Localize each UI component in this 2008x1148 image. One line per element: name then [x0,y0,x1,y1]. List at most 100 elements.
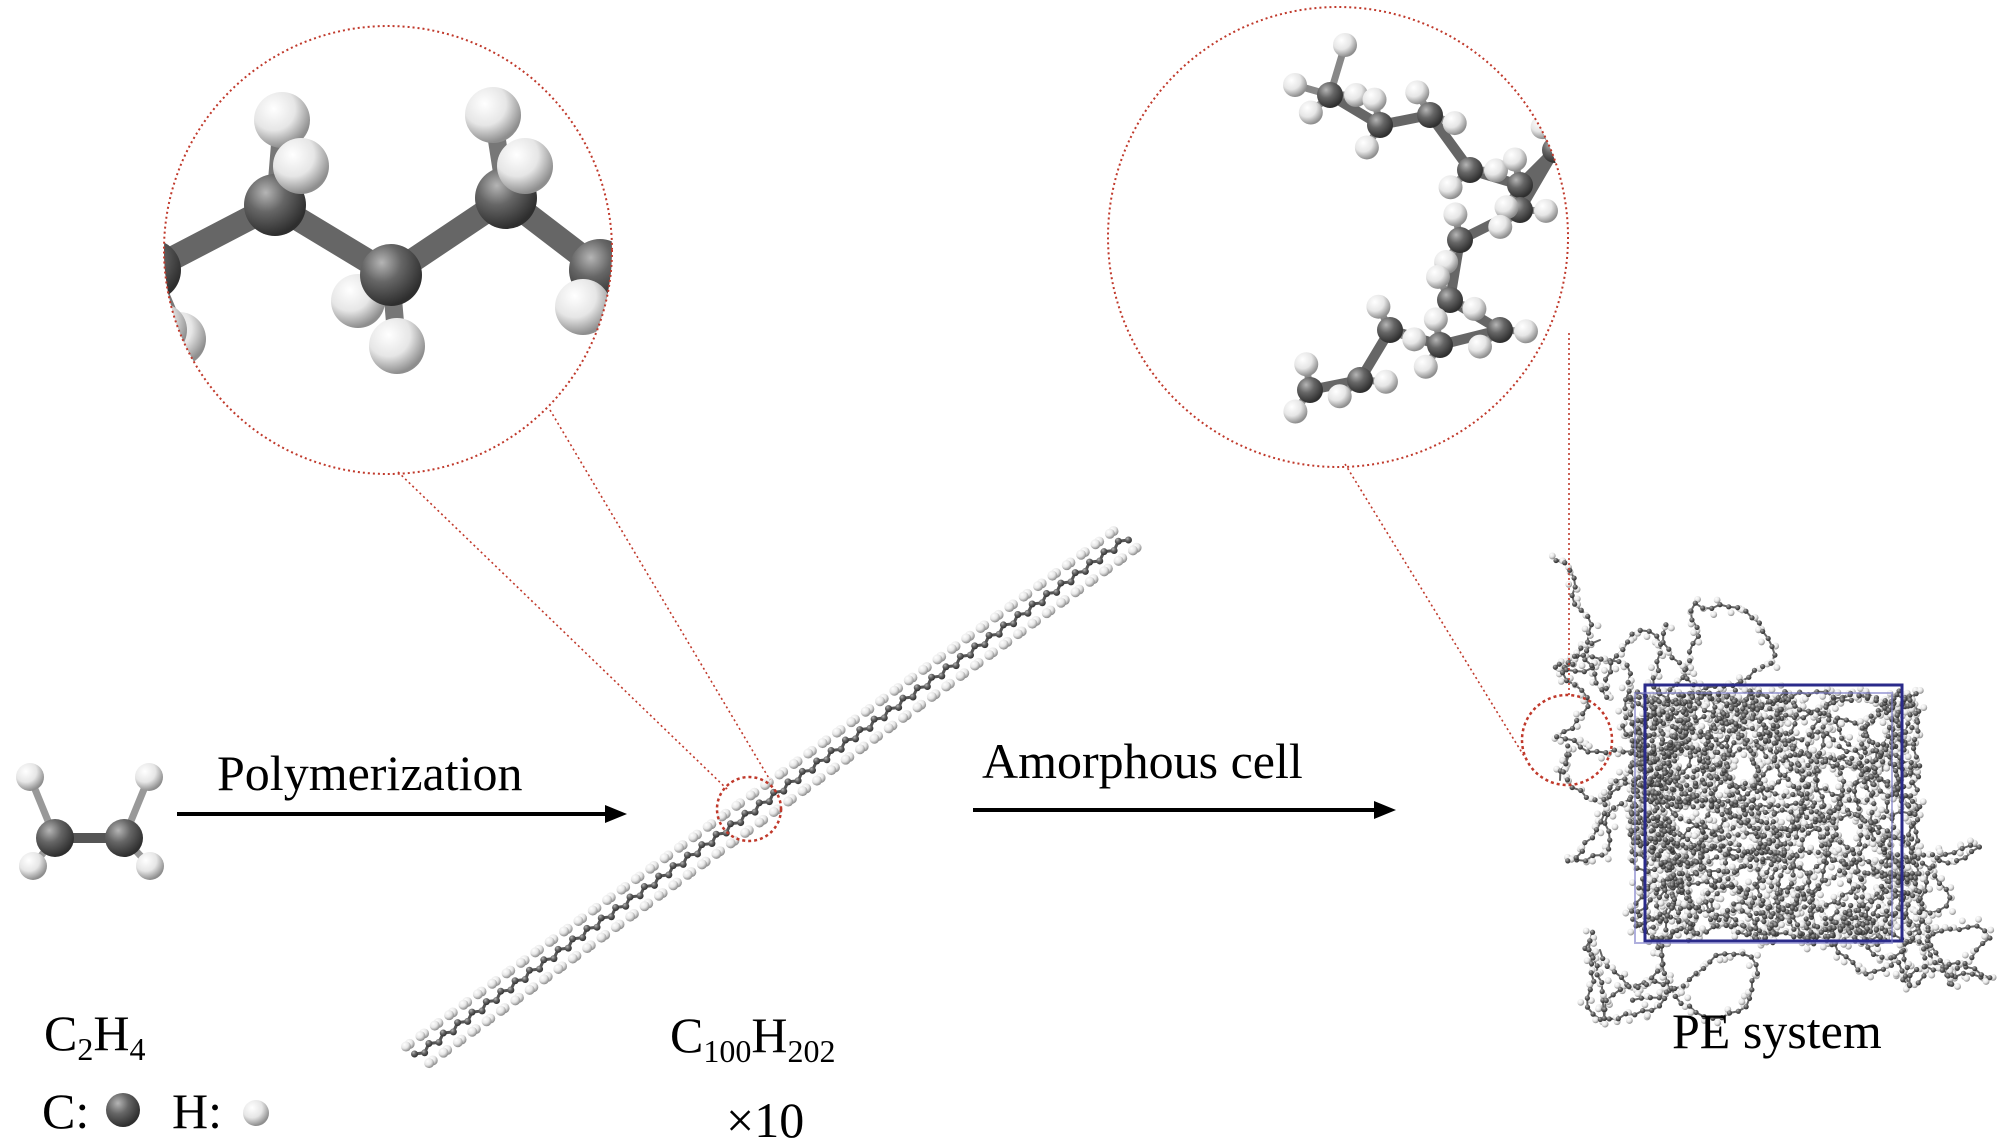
hydrogen-atom [861,707,871,717]
hydrogen-atom [1056,598,1066,608]
hydrogen-atom [1878,807,1885,814]
hydrogen-atom [1905,753,1912,760]
hydrogen-atom [1099,566,1109,576]
hydrogen-atom [1731,763,1738,770]
hydrogen-atom [525,985,535,995]
hydrogen-atom [611,922,621,932]
carbon-atom [1869,810,1874,815]
carbon-atom [565,945,572,952]
carbon-atom [684,852,691,859]
carbon-atom [1875,742,1880,747]
hydrogen-atom [1691,832,1698,839]
hydrogen-atom [1070,587,1080,597]
hydrogen-atom [1778,819,1785,826]
carbon-atom [928,674,935,681]
hydrogen-atom [1589,858,1596,865]
hydrogen-atom [1740,751,1747,758]
hydrogen-atom [1684,994,1691,1001]
hydrogen-atom [841,755,851,765]
carbon-atom [579,934,586,941]
hydrogen-atom [1577,737,1584,744]
hydrogen-atom [1090,539,1100,549]
carbon-atom [809,767,816,774]
hydrogen-atom [1605,856,1612,863]
hydrogen-atom [1937,848,1944,855]
hydrogen-atom [918,665,928,675]
hydrogen-atom [1019,592,1029,602]
hydrogen-atom [1648,664,1655,671]
carbon-atom [1010,620,1017,627]
hydrogen-atom [947,644,957,654]
hydrogen-atom [502,968,512,978]
hydrogen-atom [1128,545,1138,555]
hydrogen-atom [1013,629,1023,639]
carbon-atom [866,725,873,732]
carbon-atom [421,1049,428,1056]
hydrogen-atom [726,838,736,848]
carbon-atom [493,997,500,1004]
hydrogen-atom [1668,625,1675,632]
hydrogen-atom [1833,954,1840,961]
hydrogen-atom [746,790,756,800]
carbon-atom [436,1039,443,1046]
carbon-atom [713,831,720,838]
carbon-atom [608,913,615,920]
carbon-atom [780,788,787,795]
hydrogen-atom [846,717,856,727]
ethylene-molecule [16,763,164,880]
carbon-atom [464,1018,471,1025]
carbon-atom [895,704,902,711]
carbon-atom [799,768,806,775]
hydrogen-atom [1832,705,1839,712]
hydrogen-atom [444,1010,454,1020]
hydrogen-atom [424,1058,434,1068]
carbon-atom [727,820,734,827]
hydrogen-atom [1745,879,1752,886]
hydrogen-atom [1687,664,1694,671]
carbon-atom [468,1009,475,1016]
hydrogen-atom [1716,792,1723,799]
hydrogen-atom [1644,1012,1651,1019]
hydrogen-atom [1586,743,1593,750]
hydrogen-atom [1826,742,1833,749]
carbon-atom [986,632,993,639]
hydrogen-atom [1975,916,1982,923]
hydrogen-atom [961,633,971,643]
hydrogen-atom [1626,1017,1633,1024]
hydrogen-atom [1602,1021,1609,1028]
hydrogen-atom [1987,927,1994,934]
hydrogen-atom [1754,952,1761,959]
hydrogen-atom [1920,704,1927,711]
hydrogen-atom [1027,619,1037,629]
carbon-atom [507,987,514,994]
hydrogen-atom [754,817,764,827]
hydrogen-atom [1837,880,1844,887]
carbon-atom [1068,578,1075,585]
hydrogen-atom [438,1048,448,1058]
carbon-atom [694,850,701,857]
carbon-atom [522,976,529,983]
hydrogen-atom [1114,556,1124,566]
hydrogen-atom [530,947,540,957]
carbon-atom [1906,832,1911,837]
hydrogen-atom [927,692,937,702]
carbon-atom [1906,841,1911,846]
carbon-atom [1810,725,1815,730]
carbon-atom [1072,569,1079,576]
carbon-atom [550,955,557,962]
hydrogen-atom [1696,898,1703,905]
hydrogen-atom [1105,529,1115,539]
hydrogen-atom [1627,929,1634,936]
carbon-atom [637,892,644,899]
hydrogen-atom [645,864,655,874]
hydrogen-atom [1601,667,1608,674]
carbon-atom [569,935,576,942]
hydrogen-atom [875,696,885,706]
hydrogen-atom [1577,999,1584,1006]
hydrogen-atom [1076,550,1086,560]
carbon-atom [1869,714,1874,719]
carbon-atom [924,683,931,690]
hydrogen-atom [568,954,578,964]
hydrogen-atom [769,807,779,817]
